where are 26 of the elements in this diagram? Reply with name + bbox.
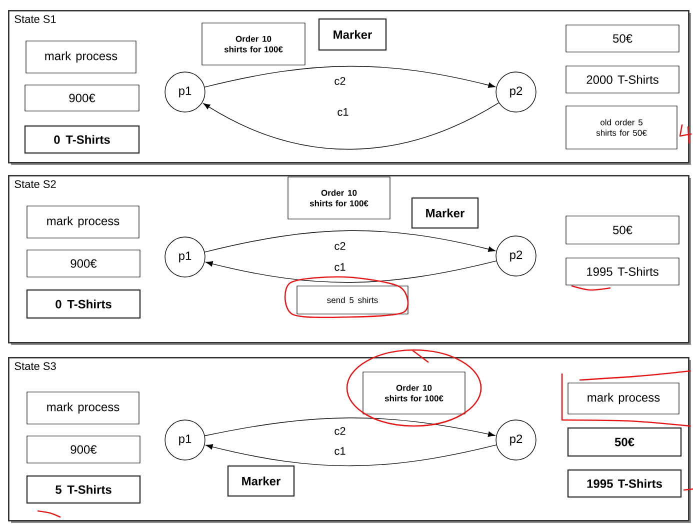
value-box: 5 T-Shirts [26, 476, 140, 504]
value-box: 1995 T-Shirts [566, 258, 680, 286]
edge-label: c2 [333, 241, 347, 251]
arrow [206, 444, 497, 466]
value-box: mark process [26, 206, 140, 238]
value-box: 0 T-Shirts [26, 290, 140, 318]
value-box: Order 10 shirts for 100€ [362, 372, 466, 414]
value-box: 50€ [568, 428, 682, 456]
value-box: send 5 shirts [296, 286, 408, 314]
value-box: 1995 T-Shirts [568, 470, 682, 498]
value-box: Marker [412, 198, 478, 228]
value-box: Marker [228, 466, 294, 496]
arrow [204, 230, 496, 252]
value-box: 50€ [566, 216, 680, 244]
value-box: mark process [26, 392, 140, 424]
value-box: Order 10 shirts for 100€ [288, 176, 390, 220]
edge-label: c1 [333, 262, 347, 272]
edge-label: c1 [333, 446, 347, 456]
edge-label: c2 [333, 426, 347, 436]
panel-heading: State S2 [14, 180, 56, 188]
value-box: 900€ [26, 250, 140, 278]
value-box: mark process [568, 382, 680, 414]
value-box: 900€ [26, 436, 140, 464]
arrow [206, 260, 497, 283]
arrow [204, 418, 496, 437]
panel-heading: State S3 [14, 362, 56, 370]
